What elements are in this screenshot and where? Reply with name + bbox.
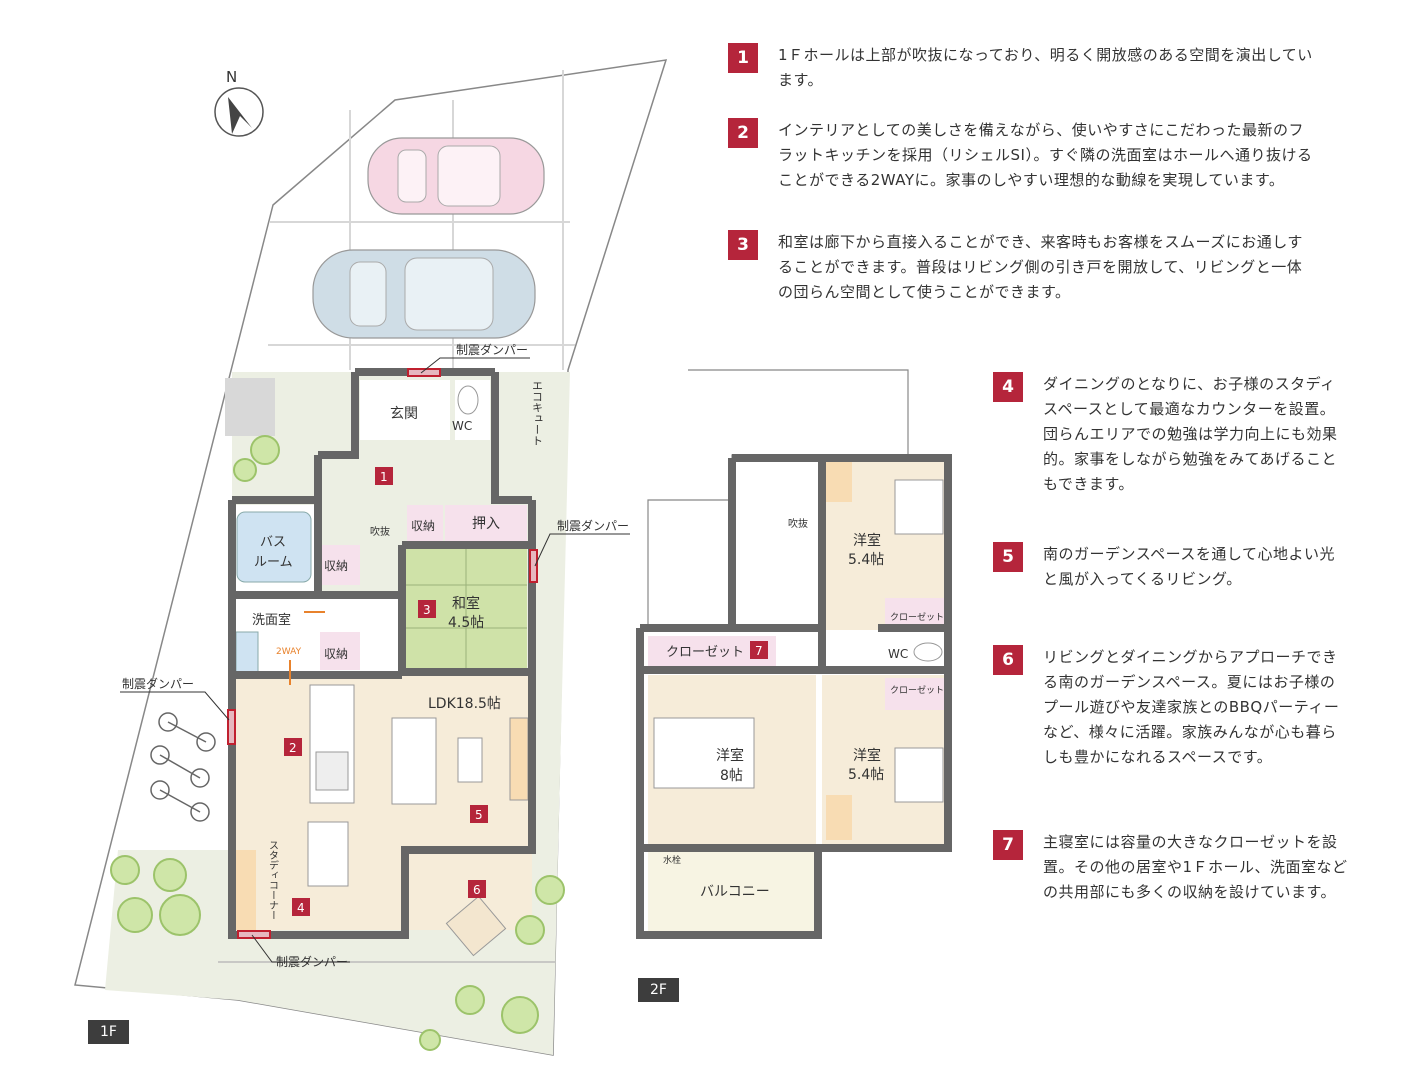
bicycle-icons: [150, 712, 216, 822]
floor-tag-1f: 1F: [88, 1020, 129, 1044]
note-badge: 3: [728, 230, 758, 260]
floor-1-walls: [228, 368, 536, 939]
damper-leaders: [120, 357, 630, 963]
closet-ne-label: クローゼット: [890, 611, 944, 623]
room-se-label-2: 5.4帖: [848, 767, 884, 783]
fukinuke-2f: 吹抜: [788, 517, 808, 530]
storage-2: 収納: [324, 559, 348, 573]
washitsu-label-2: 4.5帖: [448, 615, 484, 631]
floor-1-rooms: [232, 380, 532, 930]
damper-marks: [227, 368, 538, 939]
damper-label-3: 制震ダンパー: [122, 676, 194, 691]
note-badge: 4: [993, 372, 1023, 402]
note-4: 4 ダイニングのとなりに、お子様のスタディスペースとして最適なカウンターを設置。…: [993, 372, 1388, 497]
note-text: 和室は廊下から直接入ることができ、来客時もお客様をスムーズにお通しすることができ…: [778, 233, 1303, 301]
note-7: 7 主寝室には容量の大きなクローゼットを設置。その他の居室や1Ｆホール、洗面室な…: [993, 830, 1388, 905]
damper-label-2: 制震ダンパー: [557, 518, 629, 533]
room-ne-label-2: 5.4帖: [848, 552, 884, 568]
note-text: リビングとダイニングからアプローチできる南のガーデンスペース。夏にはお子様のプー…: [1043, 648, 1340, 766]
garden-table-icon: [445, 895, 507, 957]
note-text: インテリアとしての美しさを備えながら、使いやすさにこだわった最新のフラットキッチ…: [778, 121, 1313, 189]
note-badge: 5: [993, 542, 1023, 572]
svg-text:7: 7: [755, 644, 763, 658]
note-3: 3 和室は廊下から直接入ることができ、来客時もお客様をスムーズにお通しすることが…: [728, 230, 1388, 305]
washroom-label: 洗面室: [252, 612, 291, 628]
marker-3: 3: [418, 600, 436, 618]
svg-text:4: 4: [297, 901, 305, 915]
floor-2-walls: [636, 454, 952, 939]
marker-4: 4: [292, 898, 310, 916]
damper-label-4: 制震ダンパー: [276, 954, 348, 969]
tree-icons: [110, 435, 565, 1051]
room-wc-1f: WC: [452, 419, 472, 433]
oshiire: 押入: [472, 516, 500, 532]
compass-icon: [214, 87, 264, 137]
damper-label-1: 制震ダンパー: [456, 342, 528, 357]
note-text: ダイニングのとなりに、お子様のスタディスペースとして最適なカウンターを設置。団ら…: [1043, 375, 1338, 493]
closet-master-label: クローゼット: [666, 645, 744, 660]
marker-5: 5: [470, 805, 488, 823]
balcony-label: バルコニー: [700, 884, 770, 900]
eco-cute-label: エコキュート: [531, 380, 544, 446]
two-way-label: 2WAY: [276, 647, 302, 657]
svg-text:3: 3: [423, 603, 431, 617]
closet-se-label: クローゼット: [890, 684, 944, 696]
bath-label-1: バス: [260, 535, 286, 550]
fukinuke-1f: 吹抜: [370, 525, 390, 538]
note-badge: 7: [993, 830, 1023, 860]
note-badge: 1: [728, 43, 758, 73]
storage-1: 収納: [411, 519, 435, 533]
washitsu-label-1: 和室: [452, 595, 480, 612]
note-badge: 2: [728, 118, 758, 148]
faucet-label: 水栓: [663, 854, 681, 866]
note-text: 主寝室には容量の大きなクローゼットを設置。その他の居室や1Ｆホール、洗面室などの…: [1043, 833, 1348, 901]
svg-text:6: 6: [473, 883, 481, 897]
svg-text:2: 2: [289, 741, 297, 755]
note-5: 5 南のガーデンスペースを通して心地よい光と風が入ってくるリビング。: [993, 542, 1388, 592]
room-ne-label-1: 洋室: [853, 532, 881, 549]
floor-2-rooms: [648, 460, 945, 932]
car-blue-icon: [312, 249, 536, 339]
floor-tag-2f: 2F: [638, 978, 679, 1002]
ldk-label: LDK18.5帖: [428, 696, 501, 712]
compass-label: N: [226, 68, 237, 86]
study-label: スタディコーナー: [267, 840, 279, 920]
note-6: 6 リビングとダイニングからアプローチできる南のガーデンスペース。夏にはお子様の…: [993, 645, 1388, 770]
note-2: 2 インテリアとしての美しさを備えながら、使いやすさにこだわった最新のフラットキ…: [728, 118, 1388, 193]
note-badge: 6: [993, 645, 1023, 675]
master-label-1: 洋室: [716, 747, 744, 764]
storage-3: 収納: [324, 647, 348, 661]
car-pink-icon: [367, 137, 545, 215]
room-se-label-1: 洋室: [853, 747, 881, 764]
svg-text:1: 1: [380, 470, 388, 484]
master-label-2: 8帖: [720, 768, 743, 784]
marker-7: 7: [750, 641, 768, 659]
room-entrance: 玄関: [390, 405, 418, 422]
note-1: 1 1Ｆホールは上部が吹抜になっており、明るく開放感のある空間を演出しています。: [728, 43, 1388, 93]
wc-2f-label: WC: [888, 647, 908, 661]
bath-label-2: ルーム: [254, 555, 293, 570]
marker-6: 6: [468, 880, 486, 898]
marker-1: 1: [375, 467, 393, 485]
svg-text:5: 5: [475, 808, 483, 822]
note-text: 南のガーデンスペースを通して心地よい光と風が入ってくるリビング。: [1043, 545, 1335, 588]
marker-2: 2: [284, 738, 302, 756]
note-text: 1Ｆホールは上部が吹抜になっており、明るく開放感のある空間を演出しています。: [778, 46, 1313, 89]
gravel-area: [225, 378, 275, 436]
